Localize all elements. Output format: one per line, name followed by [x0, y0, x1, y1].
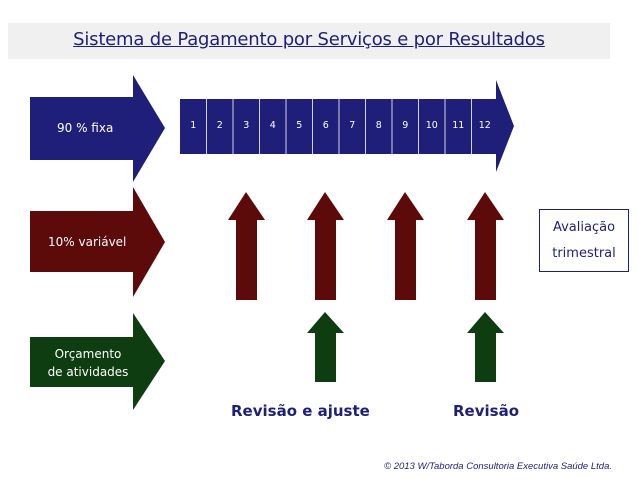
month-label: 1: [190, 120, 197, 131]
month-label: 2: [216, 120, 223, 131]
month-label: 8: [375, 120, 382, 131]
month-label: 11: [452, 120, 465, 131]
variable-pay-arrow: [30, 187, 165, 297]
timeline-arrow: [180, 80, 514, 172]
caption-review: Revisão: [453, 402, 519, 420]
month-label: 3: [243, 120, 250, 131]
timeline-cell-dividers: [206, 99, 472, 154]
month-label: 10: [425, 120, 438, 131]
green-arrow-month-6: [307, 312, 344, 382]
title-bar: Sistema de Pagamento por Serviços e por …: [8, 23, 610, 59]
variable-pay-label: 10% variável: [48, 235, 127, 249]
evaluation-box-line1: Avaliação: [552, 220, 616, 235]
red-arrow-month-6: [307, 192, 344, 300]
fixed-pay-arrow: [30, 75, 165, 182]
red-arrow-month-3: [228, 192, 265, 300]
month-label: 7: [349, 120, 356, 131]
month-label: 5: [296, 120, 303, 131]
month-label: 9: [402, 120, 409, 131]
month-label: 4: [269, 120, 276, 131]
activity-budget-label-line2: de atividades: [47, 365, 129, 379]
month-label: 6: [322, 120, 329, 131]
page-title: Sistema de Pagamento por Serviços e por …: [73, 29, 545, 50]
copyright-text: © 2013 W/Taborda Consultoria Executiva S…: [384, 461, 612, 472]
activity-budget-arrow: [30, 313, 165, 410]
evaluation-box: Avaliação trimestral: [539, 209, 629, 272]
red-arrow-month-9: [387, 192, 424, 300]
evaluation-box-line2: trimestral: [552, 246, 616, 261]
red-arrow-month-12: [467, 192, 504, 300]
month-label: 12: [478, 120, 491, 131]
activity-budget-label: Orçamento de atividades: [46, 345, 130, 381]
caption-review-adjust: Revisão e ajuste: [231, 402, 370, 420]
fixed-pay-label: 90 % fixa: [57, 121, 114, 135]
activity-budget-label-line1: Orçamento: [54, 347, 122, 361]
green-arrow-month-12: [467, 312, 504, 382]
